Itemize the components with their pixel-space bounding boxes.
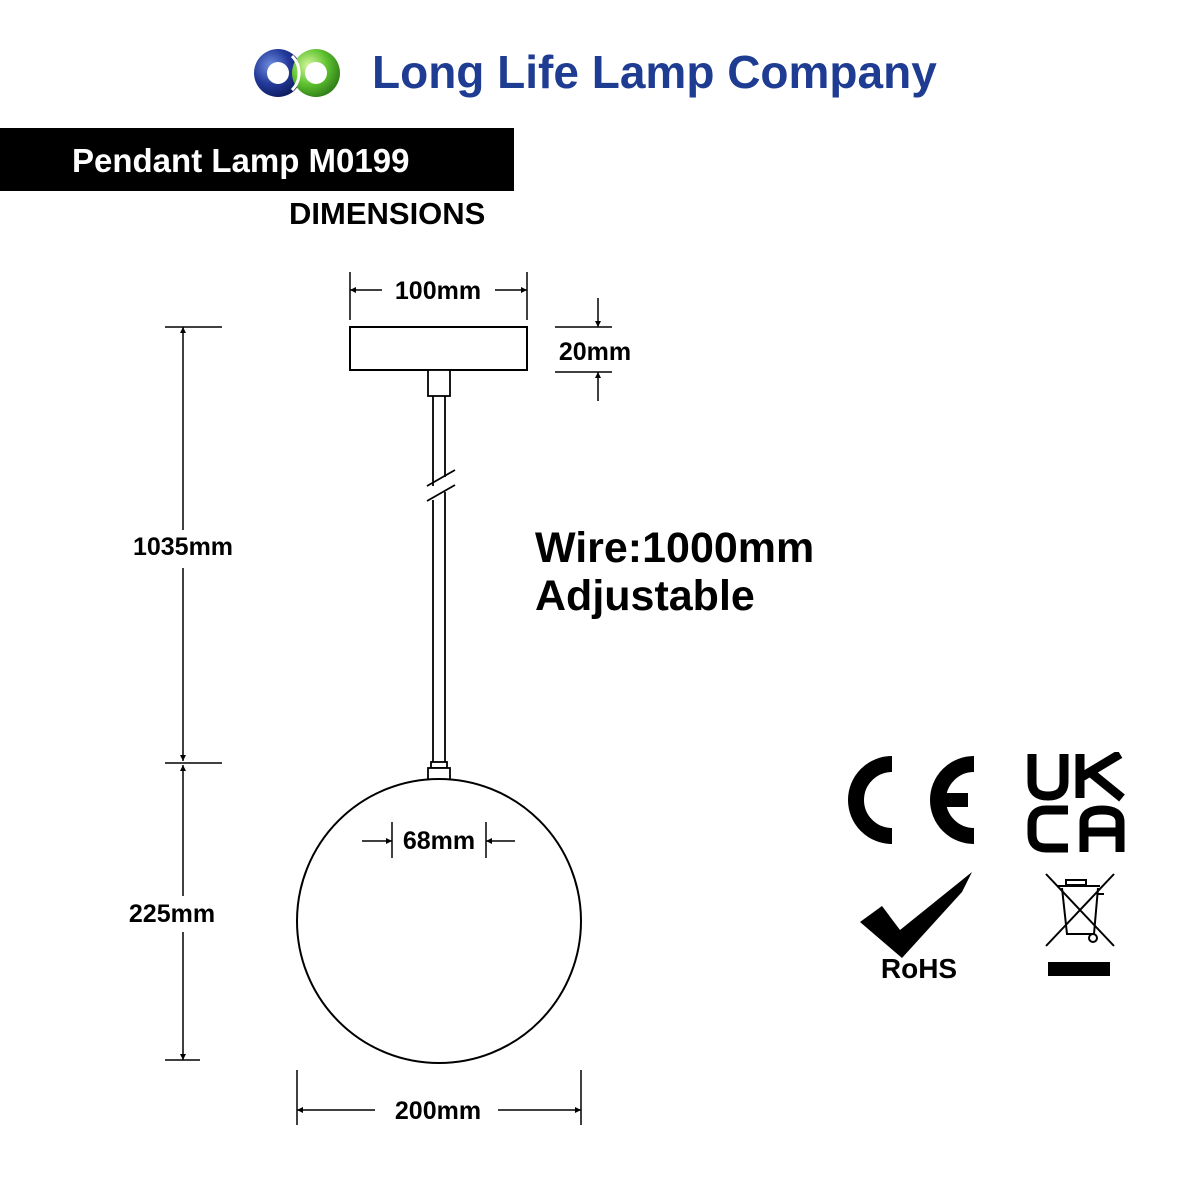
canopy-width-dimension (349, 272, 528, 320)
rohs-mark-icon: RoHS (860, 872, 972, 982)
crossed-out-wheelie-bin-icon (1045, 873, 1115, 976)
wire-length-note: Wire:1000mm (535, 524, 815, 572)
rohs-label: RoHS (881, 953, 957, 982)
ceiling-canopy (349, 326, 528, 371)
globe-diameter-label: 200mm (395, 1097, 481, 1125)
globe-diameter-dimension (296, 1070, 582, 1125)
ce-mark-icon (848, 756, 975, 844)
globe-opening-label: 68mm (403, 827, 475, 855)
canopy-height-dimension (555, 298, 612, 401)
company-logo-icon (254, 49, 340, 97)
globe-opening-dimension (362, 822, 515, 858)
glass-globe (296, 778, 582, 1064)
globe-height-dimension (165, 765, 200, 1061)
globe-height-label: 225mm (129, 900, 215, 928)
canopy-width-label: 100mm (395, 277, 481, 305)
suspension-wire (426, 396, 456, 762)
wire-adjustable-note: Adjustable (535, 572, 755, 620)
suspension-length-dimension (165, 326, 222, 764)
ukca-mark-icon (1027, 752, 1125, 853)
canopy-stem (427, 369, 451, 397)
suspension-length-label: 1035mm (133, 533, 233, 561)
product-title: Pendant Lamp M0199 (72, 142, 410, 179)
canopy-height-label: 20mm (559, 338, 631, 366)
title-bar (0, 128, 514, 191)
section-heading: DIMENSIONS (289, 196, 486, 231)
company-name: Long Life Lamp Company (372, 46, 937, 98)
